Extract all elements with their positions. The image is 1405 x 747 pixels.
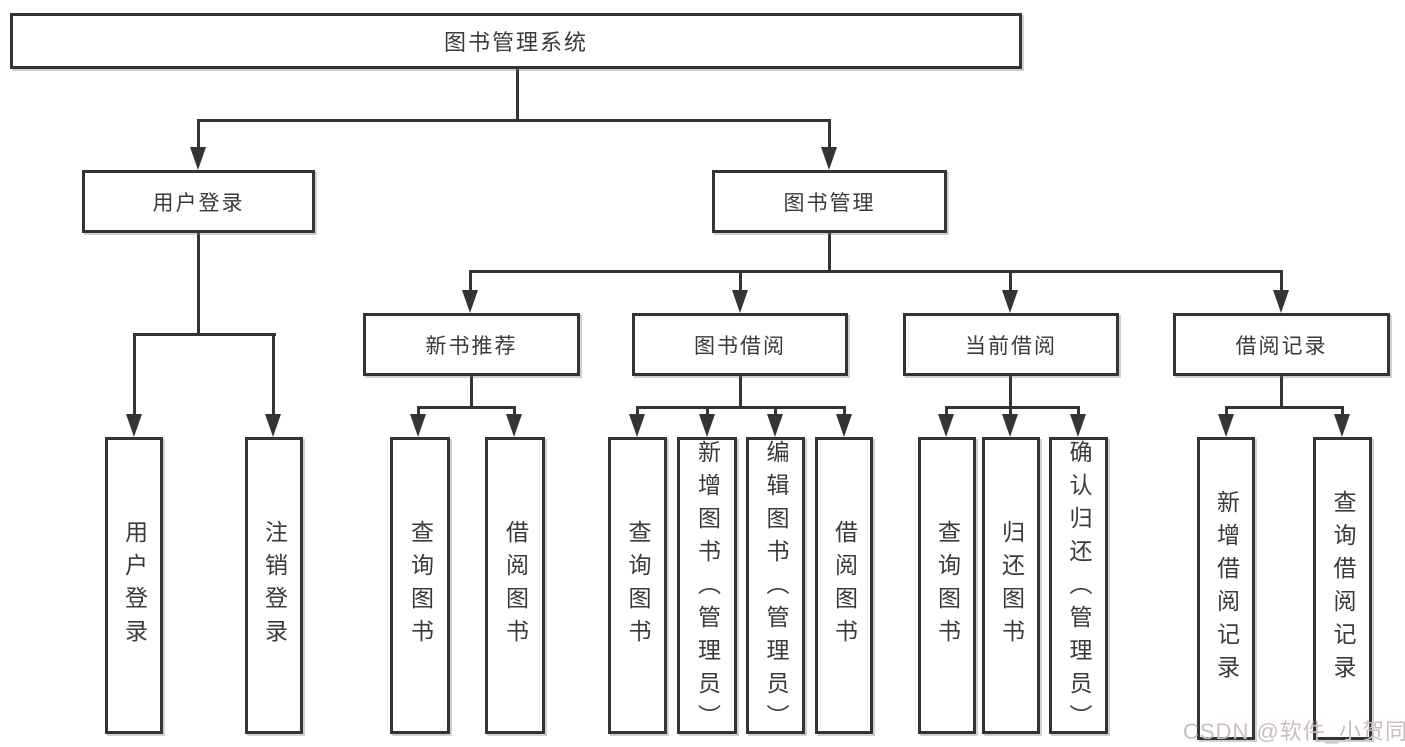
leaf-nb-query-books: 查询图书 [390, 437, 450, 734]
arrow-down-icon [1002, 414, 1018, 437]
node-book-management: 图书管理 [712, 170, 947, 233]
connector-line [1225, 406, 1228, 416]
connector-line [469, 270, 472, 292]
arrow-down-icon [821, 147, 837, 170]
leaf-cb-return-books: 归还图书 [982, 437, 1040, 734]
arrow-down-icon [265, 414, 281, 437]
connector-line [197, 119, 831, 122]
connector-line [636, 406, 639, 416]
node-root-book-management-system: 图书管理系统 [10, 13, 1022, 69]
leaf-nb-borrow-books: 借阅图书 [485, 437, 545, 734]
leaf-bb-add-books-admin: 新增图书（管理员） [677, 437, 737, 737]
leaf-br-query-borrow-record: 查询借阅记录 [1313, 437, 1372, 740]
csdn-watermark: CSDN @软件_小贺同学 [1183, 719, 1405, 744]
connector-line [706, 406, 709, 416]
arrow-down-icon [767, 414, 783, 437]
arrow-down-icon [190, 147, 206, 170]
leaf-bb-borrow-books: 借阅图书 [815, 437, 873, 734]
connector-line [417, 406, 516, 409]
connector-line [417, 406, 420, 416]
connector-line [828, 119, 831, 149]
connector-line [133, 333, 136, 415]
connector-line [774, 406, 777, 416]
node-book-borrow: 图书借阅 [632, 313, 848, 376]
leaf-br-add-borrow-record: 新增借阅记录 [1197, 437, 1255, 740]
arrow-down-icon [1273, 290, 1289, 313]
connector-line [739, 376, 742, 409]
connector-line [133, 333, 276, 336]
connector-line [945, 406, 1080, 409]
arrow-down-icon [126, 414, 142, 437]
node-user-login: 用户登录 [82, 170, 315, 233]
arrow-down-icon [732, 290, 748, 313]
connector-line [272, 333, 275, 415]
node-current-borrow: 当前借阅 [903, 313, 1119, 376]
arrow-down-icon [1334, 414, 1350, 437]
leaf-logout-login: 注销登录 [245, 437, 303, 734]
arrow-down-icon [836, 414, 852, 437]
connector-line [945, 406, 948, 416]
connector-line [828, 233, 831, 273]
connector-line [636, 406, 846, 409]
connector-line [843, 406, 846, 416]
arrow-down-icon [629, 414, 645, 437]
connector-line [1009, 270, 1012, 292]
connector-line [1009, 406, 1012, 416]
connector-line [513, 406, 516, 416]
arrow-down-icon [1218, 414, 1234, 437]
connector-line [1341, 406, 1344, 416]
connector-line [1009, 376, 1012, 409]
connector-line [197, 119, 200, 149]
arrow-down-icon [1070, 414, 1086, 437]
connector-line [1280, 376, 1283, 409]
arrow-down-icon [699, 414, 715, 437]
connector-line [469, 270, 1283, 273]
leaf-cb-confirm-return-admin: 确认归还（管理员） [1049, 437, 1108, 737]
arrow-down-icon [410, 414, 426, 437]
leaf-bb-query-books: 查询图书 [608, 437, 667, 734]
leaf-user-login: 用户登录 [105, 437, 163, 734]
connector-line [739, 270, 742, 292]
arrow-down-icon [506, 414, 522, 437]
leaf-bb-edit-books-admin: 编辑图书（管理员） [746, 437, 805, 737]
connector-line [1077, 406, 1080, 416]
connector-line [516, 69, 519, 122]
arrow-down-icon [1002, 290, 1018, 313]
connector-line [1280, 270, 1283, 292]
arrow-down-icon [462, 290, 478, 313]
arrow-down-icon [938, 414, 954, 437]
connector-line [1225, 406, 1344, 409]
node-new-book-recommend: 新书推荐 [363, 313, 580, 376]
leaf-cb-query-books: 查询图书 [918, 437, 976, 734]
node-borrow-records: 借阅记录 [1173, 313, 1390, 376]
connector-line [470, 376, 473, 409]
connector-line [197, 233, 200, 336]
